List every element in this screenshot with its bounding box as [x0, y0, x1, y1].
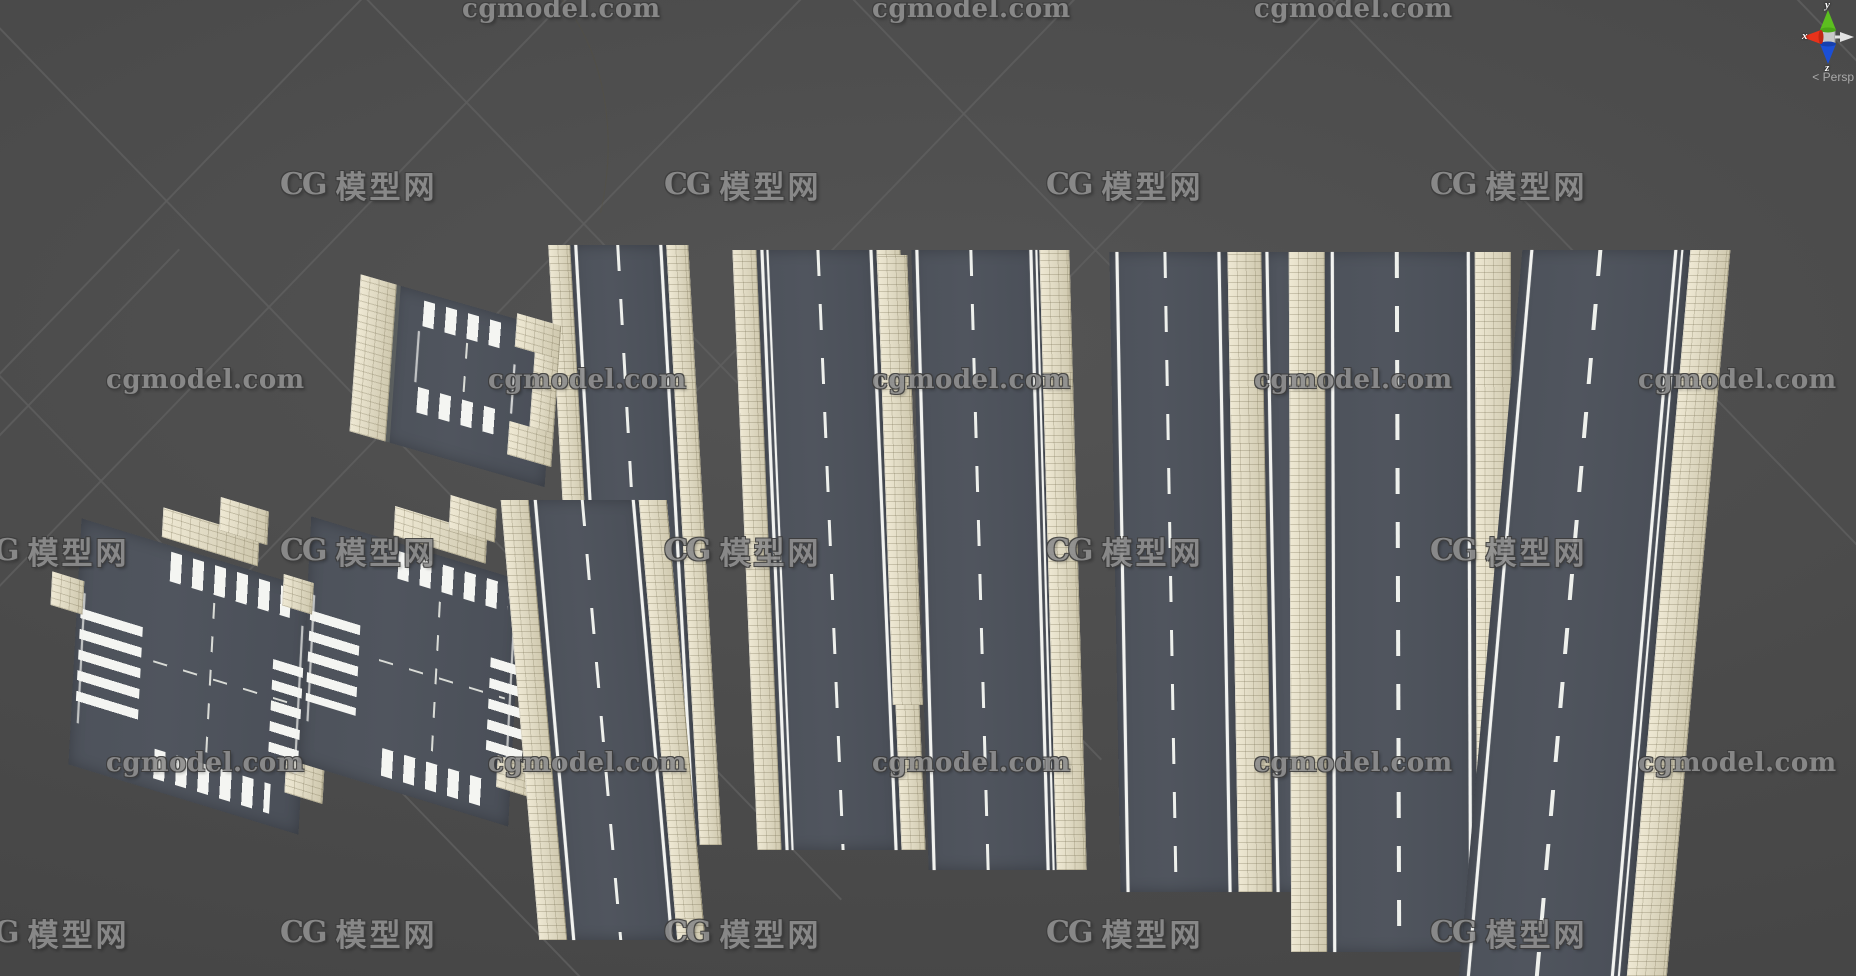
curved-road-piece[interactable]: [980, 0, 1180, 239]
gizmo-label-y: y: [1825, 0, 1830, 11]
gizmo-neg-x-cone: [1840, 32, 1854, 42]
axis-gizmo[interactable]: y x z: [1800, 0, 1854, 82]
viewport-perspective-label[interactable]: < Persp: [1812, 70, 1854, 84]
gizmo-x-cone: [1802, 30, 1821, 44]
axis-gizmo-svg[interactable]: [1800, 2, 1854, 82]
straight-road-piece[interactable]: [911, 250, 1118, 870]
gizmo-label-x: x: [1802, 30, 1808, 42]
gizmo-y-cone: [1820, 10, 1836, 30]
straight-road-piece[interactable]: [1457, 250, 1823, 976]
gizmo-z-cone: [1820, 44, 1836, 64]
gizmo-label-z: z: [1825, 62, 1830, 74]
